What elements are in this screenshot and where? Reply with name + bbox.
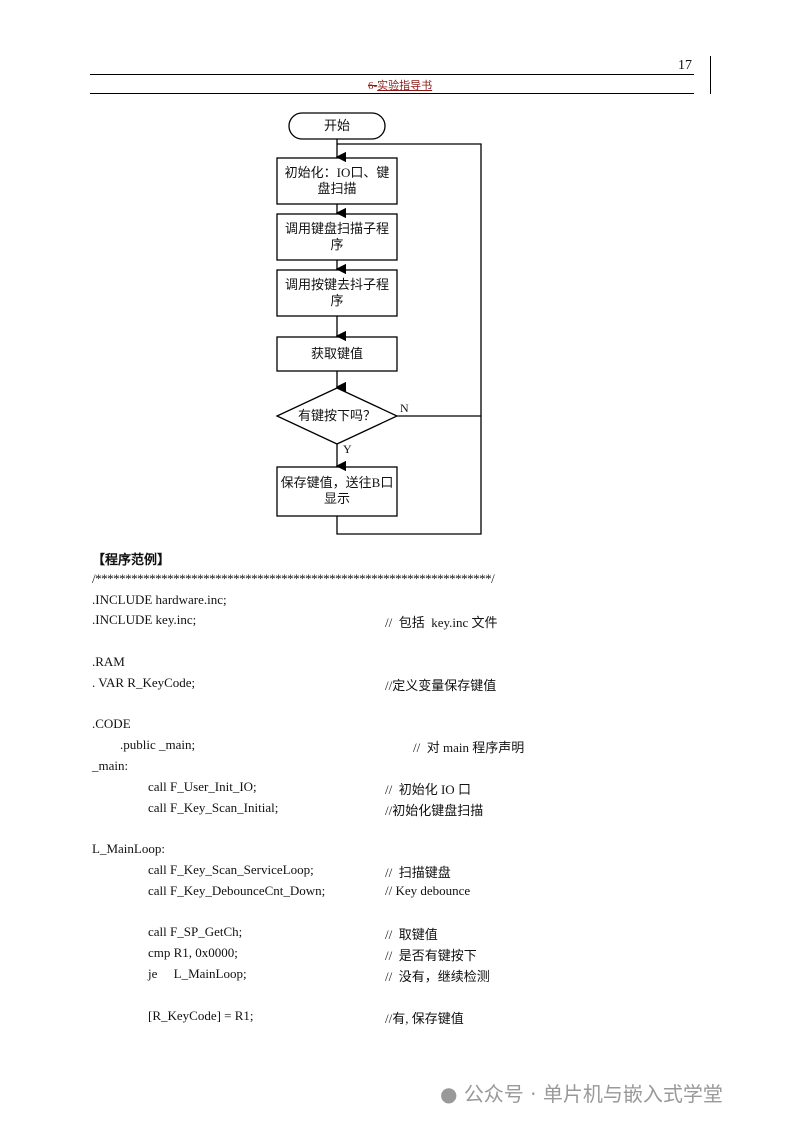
step-label: 获取键值: [310, 346, 363, 361]
yes-label: Y: [343, 442, 352, 456]
code-line: cmp R1, 0x0000;: [148, 945, 238, 960]
code-line: .public _main;: [120, 737, 196, 752]
code-line: je L_MainLoop;: [148, 966, 247, 981]
final-label: 保存键值，送往B口显示: [280, 475, 394, 506]
code-line: .INCLUDE hardware.inc;: [92, 592, 227, 607]
header-rule-top: [90, 74, 694, 75]
step-label: 初始化：IO口、键盘扫描: [284, 165, 390, 196]
header-rule-bottom: [90, 93, 694, 94]
code-line: call F_Key_Scan_ServiceLoop;: [148, 862, 314, 877]
code-comment: // 没有，继续检测: [385, 969, 490, 984]
code-comment: // 对 main 程序声明: [413, 740, 525, 755]
code-line: .INCLUDE key.inc;: [92, 612, 197, 627]
start-label: 开始: [323, 118, 350, 133]
code-comment: // 包括 key.inc 文件: [385, 615, 498, 630]
code-comment: // 取键值: [385, 927, 438, 942]
divider-comment: /***************************************…: [92, 571, 495, 586]
code-comment: // 是否有键按下: [385, 948, 477, 963]
code-line: [R_KeyCode] = R1;: [148, 1008, 254, 1023]
margin-bar: [710, 56, 711, 94]
code-line: .RAM: [92, 654, 125, 669]
code-line: call F_Key_DebounceCnt_Down;: [148, 883, 326, 898]
watermark: ● 公众号 · 单片机与嵌入式学堂: [440, 1082, 723, 1106]
flowchart-lines: [275, 112, 482, 535]
code-line: call F_User_Init_IO;: [148, 779, 257, 794]
code-comment: //初始化键盘扫描: [385, 803, 484, 818]
page-number: 17: [678, 58, 692, 73]
code-comment: //有, 保存键值: [385, 1011, 464, 1026]
step-label: 调用按键去抖子程序: [284, 277, 389, 308]
code-line: .CODE: [92, 716, 131, 731]
code-line: . VAR R_KeyCode;: [92, 675, 196, 690]
header-title: 6-实验指导书: [368, 77, 432, 93]
header-strike: 6-: [368, 80, 378, 92]
section-title: 【程序范例】: [92, 553, 171, 568]
step-label: 调用键盘扫描子程序: [284, 221, 389, 252]
code-comment: // Key debounce: [385, 883, 471, 898]
no-label: N: [400, 401, 409, 415]
decision-label: 有键按下吗？: [297, 408, 376, 423]
code-comment: //定义变量保存键值: [385, 678, 497, 693]
code-comment: // 初始化 IO 口: [385, 782, 471, 797]
watermark-text: 公众号 · 单片机与嵌入式学堂: [463, 1082, 723, 1106]
header-title-text: 实验指导书: [377, 80, 433, 92]
code-line: call F_SP_GetCh;: [148, 924, 243, 939]
code-comment: // 扫描键盘: [385, 865, 451, 880]
code-line: call F_Key_Scan_Initial;: [148, 800, 279, 815]
code-line: _main:: [92, 758, 129, 773]
code-line: L_MainLoop:: [92, 841, 165, 856]
